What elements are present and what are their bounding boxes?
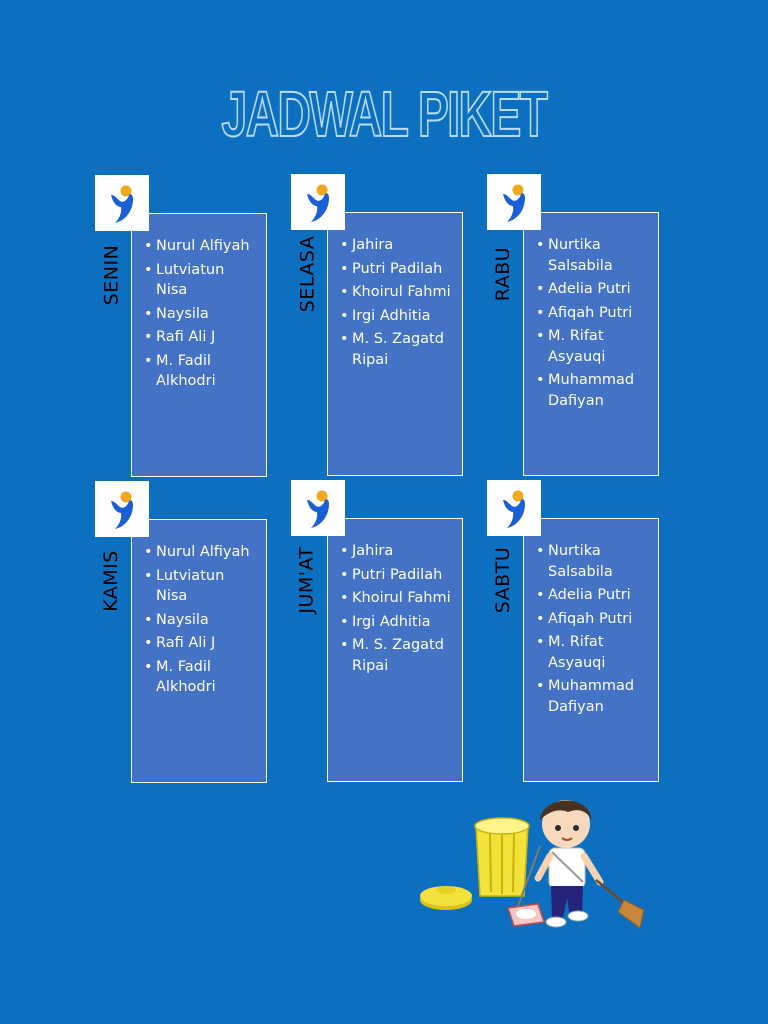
list-item: Khoirul Fahmi (340, 588, 456, 609)
list-item: Jahira (340, 235, 456, 256)
list-item: Lutviatun Nisa (144, 260, 260, 301)
list-item: Rafi Ali J (144, 633, 260, 654)
list-item: Putri Padilah (340, 259, 456, 280)
list-item: M. S. Zagatd Ripai (340, 635, 456, 676)
list-item: Nurtika Salsabila (536, 541, 652, 582)
day-card-jumat: Jahira Putri Padilah Khoirul Fahmi Irgi … (291, 480, 463, 782)
name-list: Jahira Putri Padilah Khoirul Fahmi Irgi … (328, 519, 462, 676)
list-item: Nurtika Salsabila (536, 235, 652, 276)
day-card-kamis: Nurul Alfiyah Lutviatun Nisa Naysila Raf… (95, 481, 267, 783)
day-card-box: Nurul Alfiyah Lutviatun Nisa Naysila Raf… (131, 519, 267, 783)
day-label: KAMIS (100, 550, 122, 612)
day-card-box: Nurtika Salsabila Adelia Putri Afiqah Pu… (523, 518, 659, 782)
day-card-box: Jahira Putri Padilah Khoirul Fahmi Irgi … (327, 518, 463, 782)
list-item: Adelia Putri (536, 279, 652, 300)
day-card-sabtu: Nurtika Salsabila Adelia Putri Afiqah Pu… (487, 480, 659, 782)
list-item: Putri Padilah (340, 565, 456, 586)
list-item: Rafi Ali J (144, 327, 260, 348)
list-item: Lutviatun Nisa (144, 566, 260, 607)
day-card-box: Jahira Putri Padilah Khoirul Fahmi Irgi … (327, 212, 463, 476)
day-label: SELASA (296, 235, 318, 313)
person-figure-icon (291, 480, 345, 536)
name-list: Nurtika Salsabila Adelia Putri Afiqah Pu… (524, 519, 658, 717)
page-title: JADWAL PIKET (221, 78, 549, 150)
list-item: M. Rifat Asyauqi (536, 326, 652, 367)
day-label: SENIN (100, 244, 123, 306)
list-item: Irgi Adhitia (340, 612, 456, 633)
day-card-selasa: Jahira Putri Padilah Khoirul Fahmi Irgi … (291, 174, 463, 476)
person-figure-icon (95, 481, 149, 537)
list-item: M. Rifat Asyauqi (536, 632, 652, 673)
list-item: Nurul Alfiyah (144, 542, 260, 563)
list-item: M. S. Zagatd Ripai (340, 329, 456, 370)
person-figure-icon (95, 175, 149, 231)
day-card-senin: Nurul Alfiyah Lutviatun Nisa Naysila Raf… (95, 175, 267, 477)
person-figure-icon (291, 174, 345, 230)
list-item: Muhammad Dafiyan (536, 676, 652, 717)
name-list: Nurtika Salsabila Adelia Putri Afiqah Pu… (524, 213, 658, 411)
list-item: Afiqah Putri (536, 609, 652, 630)
list-item: Muhammad Dafiyan (536, 370, 652, 411)
day-card-box: Nurul Alfiyah Lutviatun Nisa Naysila Raf… (131, 213, 267, 477)
list-item: M. Fadil Alkhodri (144, 657, 260, 698)
list-item: M. Fadil Alkhodri (144, 351, 260, 392)
day-label: SABTU (492, 546, 514, 614)
list-item: Jahira (340, 541, 456, 562)
day-label: JUM'AT (296, 546, 319, 614)
list-item: Nurul Alfiyah (144, 236, 260, 257)
person-figure-icon (487, 480, 541, 536)
name-list: Nurul Alfiyah Lutviatun Nisa Naysila Raf… (132, 214, 266, 392)
day-label: RABU (492, 246, 514, 302)
day-card-box: Nurtika Salsabila Adelia Putri Afiqah Pu… (523, 212, 659, 476)
name-list: Jahira Putri Padilah Khoirul Fahmi Irgi … (328, 213, 462, 370)
day-card-rabu: Nurtika Salsabila Adelia Putri Afiqah Pu… (487, 174, 659, 476)
list-item: Afiqah Putri (536, 303, 652, 324)
name-list: Nurul Alfiyah Lutviatun Nisa Naysila Raf… (132, 520, 266, 698)
boy-sweeping-illustration (418, 786, 648, 940)
list-item: Khoirul Fahmi (340, 282, 456, 303)
person-figure-icon (487, 174, 541, 230)
list-item: Adelia Putri (536, 585, 652, 606)
list-item: Irgi Adhitia (340, 306, 456, 327)
list-item: Naysila (144, 610, 260, 631)
list-item: Naysila (144, 304, 260, 325)
